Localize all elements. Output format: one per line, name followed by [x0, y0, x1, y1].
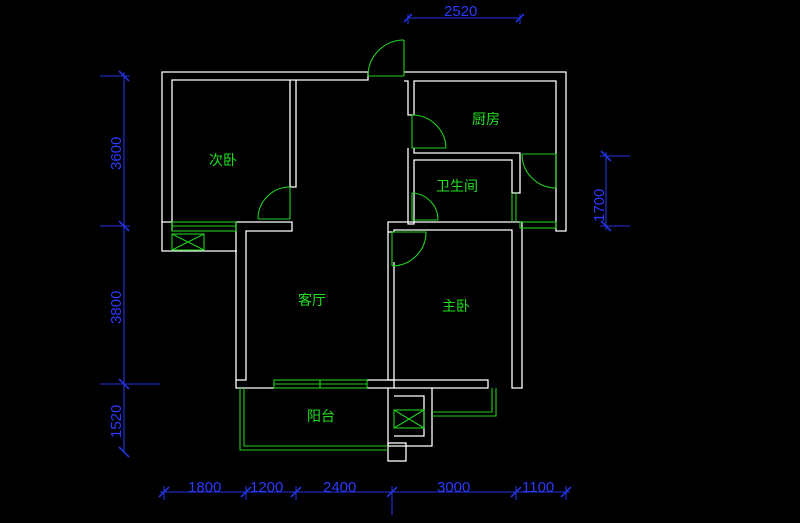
- label-balcony: 阳台: [307, 409, 335, 425]
- label-second-bedroom: 次卧: [209, 153, 237, 169]
- label-master-bedroom: 主卧: [442, 299, 470, 315]
- dim-left-1: 3600: [108, 137, 125, 170]
- windows: [171, 193, 557, 451]
- room-labels: 次卧 厨房 卫生间 客厅 主卧 阳台: [209, 112, 500, 425]
- label-living-room: 客厅: [298, 292, 326, 309]
- label-bathroom: 卫生间: [436, 179, 478, 195]
- dim-right: 1700: [591, 189, 608, 222]
- walls: [161, 71, 567, 462]
- dim-left-2: 3800: [108, 291, 125, 324]
- dim-bottom-1: 1800: [188, 479, 221, 496]
- dim-left-3: 1520: [108, 405, 125, 438]
- dimension-lines: [100, 13, 630, 515]
- doors: [257, 39, 557, 267]
- dim-bottom-2: 1200: [250, 479, 283, 496]
- dim-top: 2520: [444, 3, 477, 20]
- dim-bottom-5: 1100: [522, 479, 554, 496]
- label-kitchen: 厨房: [472, 112, 500, 128]
- dimension-labels: 2520 3600 3800 1520 1700 1800 1200 2400 …: [108, 3, 608, 496]
- dim-bottom-3: 2400: [323, 479, 356, 496]
- dim-bottom-4: 3000: [437, 479, 470, 496]
